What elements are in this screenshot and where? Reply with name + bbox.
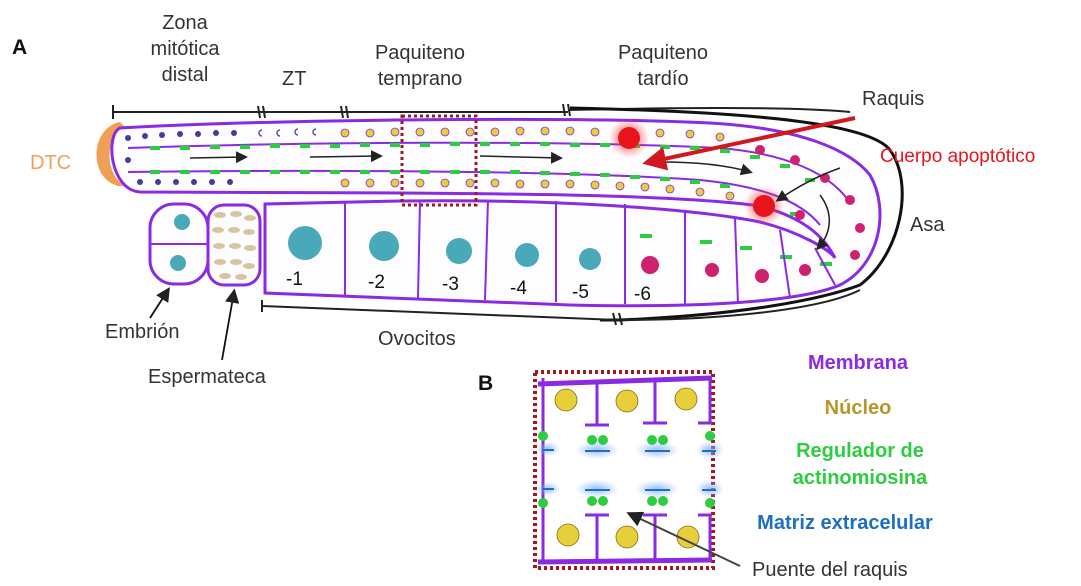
- embrion-arrow: [150, 290, 168, 318]
- legend-regulador: Regulador de actinomiosina: [760, 438, 960, 492]
- espermateca-arrow: [222, 292, 234, 360]
- panel-b-box: [535, 372, 740, 568]
- ovocitos-label: Ovocitos: [378, 326, 456, 352]
- oocyte-number: -6: [634, 284, 651, 306]
- legend-membrana: Membrana: [788, 350, 928, 377]
- paquiteno-temprano-label: Paquiteno temprano: [355, 40, 485, 92]
- espermateca-label: Espermateca: [148, 364, 266, 390]
- puente-raquis-label: Puente del raquis: [752, 557, 908, 583]
- cuerpo-apoptotico-label: Cuerpo apoptótico: [880, 144, 1035, 170]
- oocyte-number: -2: [368, 272, 385, 294]
- legend-nucleo: Núcleo: [788, 395, 928, 422]
- asa-label: Asa: [910, 212, 944, 238]
- panel-a-label: A: [12, 36, 27, 60]
- oocyte-number: -1: [286, 269, 303, 291]
- embrion-label: Embrión: [105, 319, 179, 345]
- oocyte-number: -4: [510, 278, 527, 300]
- oocyte-number: -5: [572, 282, 589, 304]
- zona-mitotica-label: Zona mitótica distal: [130, 10, 240, 88]
- legend-matriz: Matriz extracelular: [735, 510, 955, 537]
- paquiteno-tardio-label: Paquiteno tardío: [598, 40, 728, 92]
- raquis-label: Raquis: [862, 86, 924, 112]
- oocyte-number: -3: [442, 274, 459, 296]
- panel-b-label: B: [478, 372, 493, 396]
- zt-label: ZT: [282, 66, 306, 92]
- dtc-label: DTC: [30, 150, 71, 176]
